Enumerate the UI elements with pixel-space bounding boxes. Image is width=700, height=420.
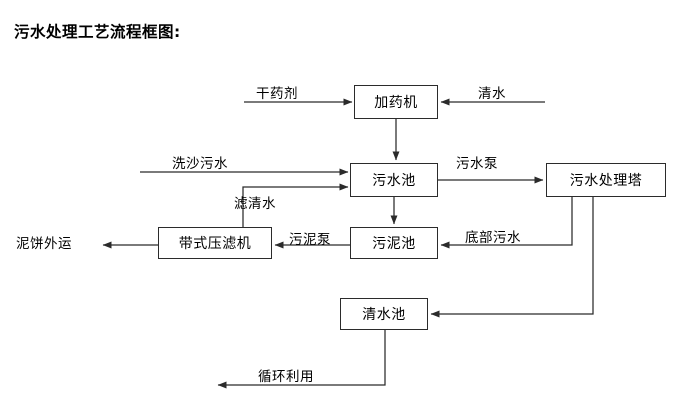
- node-clear-water-pool[interactable]: 清水池: [340, 298, 428, 330]
- node-belt-filter-press[interactable]: 带式压滤机: [158, 227, 272, 259]
- edge-label-sludge-pump: 污泥泵: [289, 232, 331, 248]
- node-sludge-pool[interactable]: 污泥池: [350, 227, 438, 259]
- terminal-label-mud-cake-transport: 泥饼外运: [16, 236, 72, 252]
- edge-label-dry-reagent: 干药剂: [256, 86, 298, 102]
- edge-tower-to-clear-water-pool: [430, 197, 594, 318]
- node-label: 污泥池: [372, 236, 416, 252]
- node-label: 污水池: [372, 173, 416, 189]
- page-title: 污水处理工艺流程框图:: [14, 23, 181, 41]
- edge-label-filtrate: 滤清水: [234, 196, 276, 212]
- edge-label-bottom-sewage: 底部污水: [465, 230, 521, 246]
- edge-label-clean-water: 清水: [478, 86, 506, 102]
- edge-label-sand-washing-sewage: 洗沙污水: [172, 156, 228, 172]
- node-dosing-machine[interactable]: 加药机: [354, 85, 438, 119]
- node-sewage-pool[interactable]: 污水池: [350, 163, 438, 197]
- edge-label-sewage-pump: 污水泵: [456, 156, 498, 172]
- node-label: 清水池: [362, 307, 406, 323]
- node-label: 加药机: [374, 95, 418, 111]
- node-label: 污水处理塔: [569, 173, 643, 189]
- node-treatment-tower[interactable]: 污水处理塔: [546, 163, 666, 197]
- node-label: 带式压滤机: [178, 236, 252, 252]
- edge-label-recycle: 循环利用: [258, 369, 314, 385]
